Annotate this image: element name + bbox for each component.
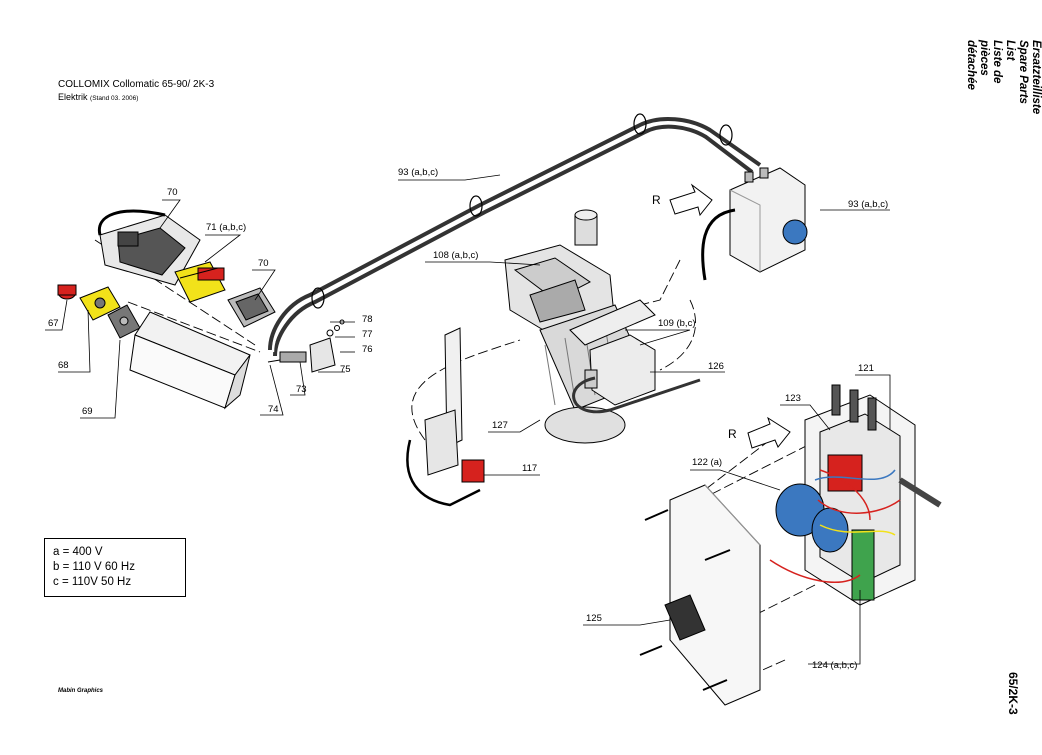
- label-93-box: 93 (a,b,c): [848, 199, 889, 210]
- yellow-plate-68: [79, 286, 121, 321]
- label-76: 76: [362, 344, 373, 355]
- label-127: 127: [492, 420, 508, 431]
- arrow-r-top: [669, 183, 713, 217]
- legend-b: b = 110 V 60 Hz: [53, 561, 135, 573]
- arrow-r-bottom: [747, 416, 791, 449]
- label-69: 69: [82, 406, 93, 417]
- junction-box-93: [701, 167, 808, 281]
- label-r-bottom: R: [728, 427, 737, 441]
- label-74: 74: [268, 404, 279, 415]
- gasket-70: [227, 287, 276, 328]
- label-121: 121: [858, 363, 874, 374]
- cable-126: [572, 376, 701, 414]
- label-70-top: 70: [167, 187, 178, 198]
- label-68: 68: [58, 360, 69, 371]
- subtitle-date: (Stand 03. 2006): [90, 95, 139, 102]
- label-78: 78: [362, 314, 373, 325]
- label-67: 67: [48, 318, 59, 329]
- red-knob-67: [57, 284, 77, 300]
- label-70-gasket: 70: [258, 258, 269, 269]
- legend-c: c = 110V 50 Hz: [53, 576, 132, 588]
- cable-93: [268, 117, 762, 357]
- switch-housing-70: [97, 209, 201, 286]
- contactor-71: [174, 261, 226, 303]
- main-box-121: [769, 384, 942, 606]
- legend-a: a = 400 V: [53, 546, 103, 558]
- subtitle-main: Elektrik: [58, 92, 88, 102]
- enclosure-box-69: [129, 311, 251, 410]
- credit-text: Mabin Graphics: [58, 688, 104, 694]
- label-123: 123: [785, 393, 801, 404]
- label-124: 124 (a,b,c): [812, 660, 858, 671]
- label-73: 73: [296, 384, 307, 395]
- label-125: 125: [586, 613, 602, 624]
- label-122: 122 (a): [692, 457, 723, 468]
- lid-125: [664, 484, 761, 706]
- switch-rail-117: [406, 327, 485, 507]
- label-108: 108 (a,b,c): [433, 250, 479, 261]
- label-77: 77: [362, 329, 373, 340]
- label-109: 109 (b,c): [658, 318, 696, 329]
- label-93-cable: 93 (a,b,c): [398, 167, 439, 178]
- clamp-73: [267, 351, 307, 363]
- label-126: 126: [708, 361, 724, 372]
- bracket-75: [309, 319, 345, 373]
- label-71: 71 (a,b,c): [206, 222, 247, 233]
- label-75: 75: [340, 364, 351, 375]
- label-r-top: R: [652, 193, 661, 207]
- label-117: 117: [522, 463, 538, 474]
- screws: [639, 509, 731, 691]
- leader-lines: [45, 174, 891, 665]
- voltage-legend: a = 400 V b = 110 V 60 Hz c = 110V 50 Hz: [44, 538, 186, 597]
- document-subtitle: Elektrik (Stand 03. 2006): [58, 92, 138, 102]
- document-title: COLLOMIX Collomatic 65-90/ 2K-3: [58, 79, 215, 90]
- cable-clamps: [311, 113, 733, 309]
